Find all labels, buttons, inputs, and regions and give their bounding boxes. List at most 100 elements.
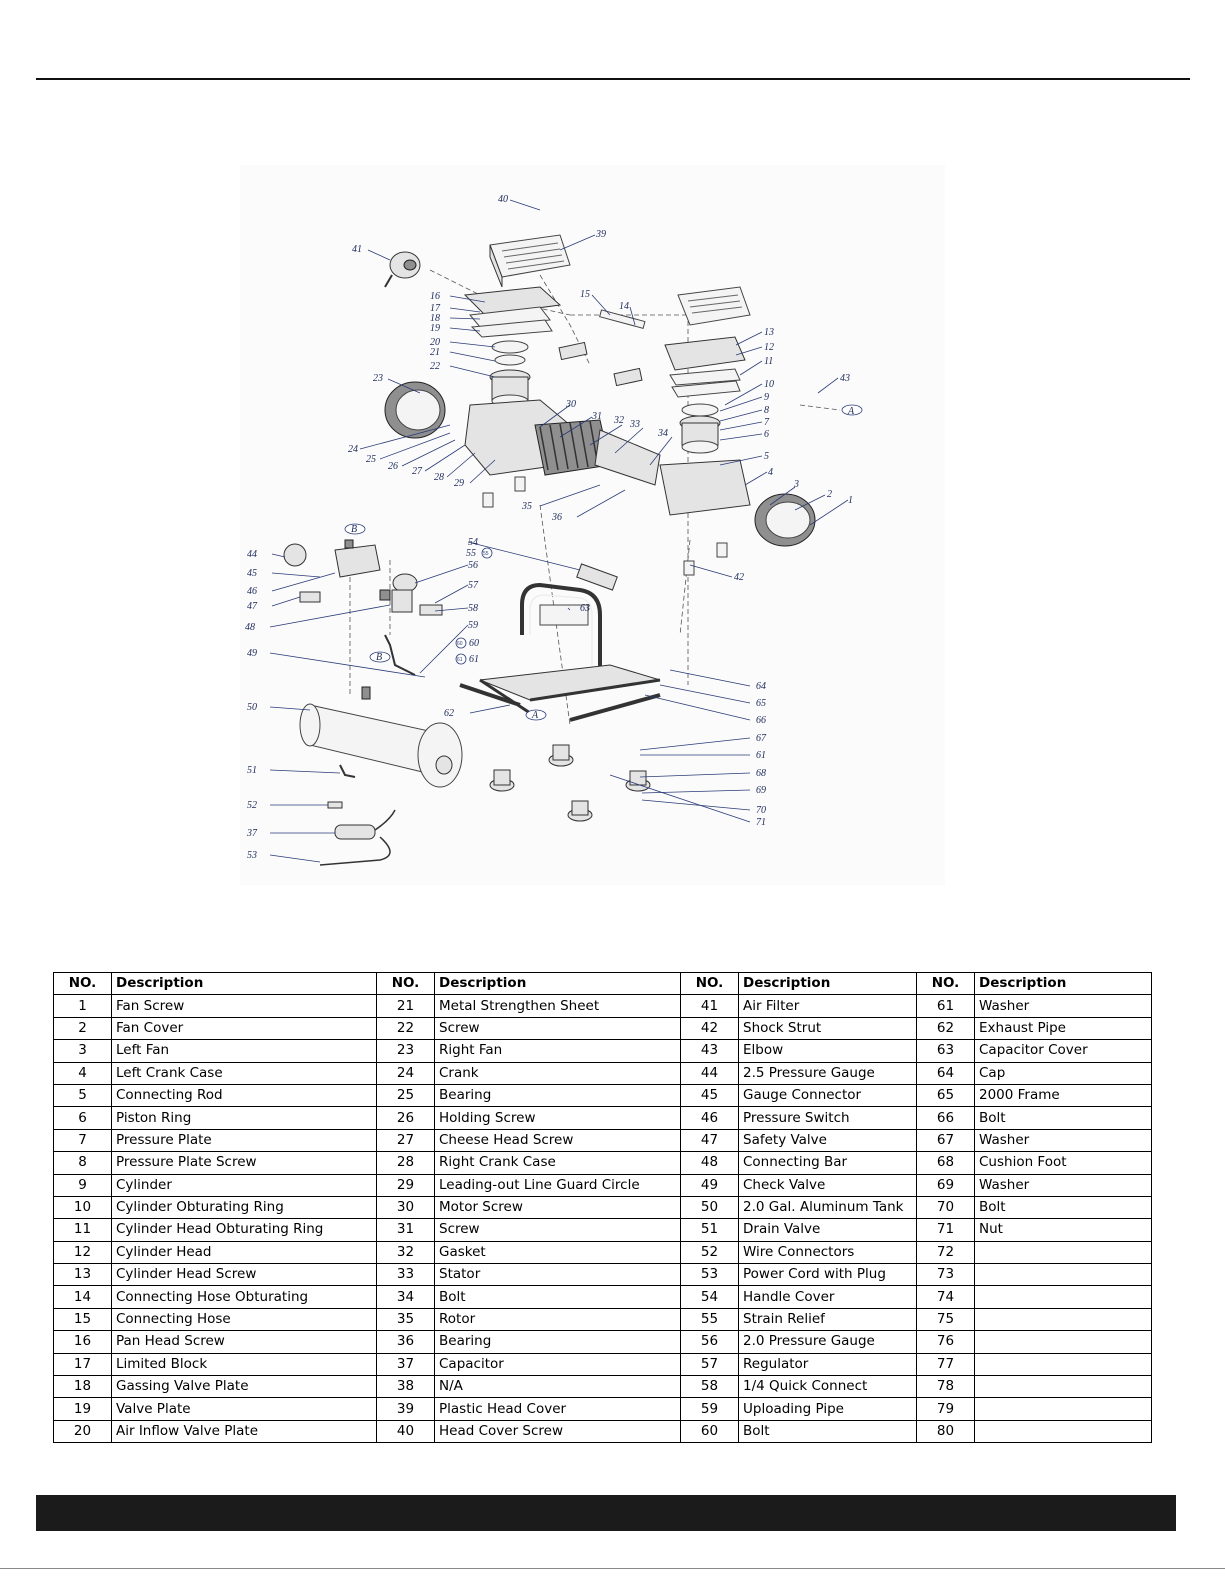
- part-number-cell: 29: [376, 1173, 435, 1197]
- part-number-cell: 57: [680, 1352, 739, 1377]
- part-description-cell: [974, 1285, 1152, 1309]
- part-number-cell: 17: [53, 1352, 112, 1377]
- part-number-cell: 52: [680, 1240, 739, 1265]
- part-description-cell: Bearing: [434, 1083, 681, 1108]
- part-number-cell: 10: [53, 1195, 112, 1220]
- callout-label: 26: [388, 461, 398, 472]
- callout-label: 13: [764, 327, 774, 338]
- part-description-cell: Holding Screw: [434, 1106, 681, 1130]
- part-number-cell: 53: [680, 1263, 739, 1287]
- part-description-cell: Leading-out Line Guard Circle: [434, 1173, 681, 1197]
- column-header-no: NO.: [916, 971, 975, 996]
- part-number-cell: 56: [680, 1330, 739, 1354]
- callout-label: 67: [756, 733, 767, 744]
- part-description-cell: Safety Valve: [738, 1128, 917, 1153]
- callout-label: 57: [468, 580, 479, 591]
- part-description-cell: N/A: [434, 1375, 681, 1399]
- callout-label: 54: [468, 537, 478, 548]
- callout-label: 68: [756, 768, 766, 779]
- part-description-cell: Bearing: [434, 1330, 681, 1354]
- callout-label: B: [351, 524, 357, 535]
- part-number-cell: 4: [53, 1061, 112, 1085]
- part-number-cell: 36: [376, 1330, 435, 1354]
- part-number-cell: 33: [376, 1263, 435, 1287]
- electrical-parts: [319, 801, 396, 866]
- part-number-cell: 37: [376, 1352, 435, 1377]
- part-description-cell: Handle Cover: [738, 1285, 917, 1309]
- right-cylinder-head: [664, 336, 746, 454]
- callout-label: 60: [469, 638, 479, 649]
- part-description-cell: Connecting Rod: [111, 1083, 377, 1108]
- callout-labels: 40 39 41 15 14 16 17 18 19 20 21 22 13 1…: [245, 194, 855, 861]
- callout-label: 21: [430, 347, 440, 358]
- part-number-cell: 80: [916, 1419, 975, 1444]
- part-number-cell: 73: [916, 1263, 975, 1287]
- callout-label: 14: [619, 301, 629, 312]
- callout-label: 22: [430, 361, 440, 372]
- part-number-cell: 38: [376, 1375, 435, 1399]
- part-description-cell: Plastic Head Cover: [434, 1397, 681, 1421]
- callout-label: 63: [580, 603, 590, 614]
- part-number-cell: 23: [376, 1039, 435, 1063]
- part-description-cell: Fan Cover: [111, 1016, 377, 1041]
- part-description-cell: 2.0 Pressure Gauge: [738, 1330, 917, 1354]
- circled-label: 60: [457, 641, 463, 647]
- callout-label: 32: [613, 415, 624, 426]
- part-description-cell: Washer: [974, 1128, 1152, 1153]
- part-number-cell: 50: [680, 1195, 739, 1220]
- part-number-cell: 44: [680, 1061, 739, 1085]
- part-number-cell: 58: [680, 1375, 739, 1399]
- part-number-cell: 28: [376, 1151, 435, 1175]
- callout-label: 30: [565, 399, 576, 410]
- circled-label: 55: [483, 551, 489, 557]
- callout-label: 5: [764, 451, 769, 462]
- part-number-cell: 49: [680, 1173, 739, 1197]
- part-description-cell: Piston Ring: [111, 1106, 377, 1130]
- callout-label: 6: [764, 429, 769, 440]
- part-number-cell: 35: [376, 1307, 435, 1332]
- callout-label: 37: [246, 828, 258, 839]
- callout-label: 47: [247, 601, 258, 612]
- part-number-cell: 8: [53, 1151, 112, 1175]
- callout-label: 8: [764, 405, 769, 416]
- parts-list-table: NO. Description NO. Description NO. Desc…: [53, 971, 1152, 1444]
- column-header-description: Description: [738, 971, 917, 996]
- callout-label: 55: [466, 548, 476, 559]
- part-description-cell: [974, 1397, 1152, 1421]
- part-description-cell: Left Crank Case: [111, 1061, 377, 1085]
- bottom-rule: [0, 1568, 1225, 1569]
- air-filter-left: [384, 251, 421, 288]
- part-number-cell: 13: [53, 1263, 112, 1287]
- part-description-cell: Cushion Foot: [974, 1151, 1152, 1175]
- callout-label: 69: [756, 785, 766, 796]
- top-rule: [36, 78, 1190, 80]
- part-description-cell: Bolt: [434, 1285, 681, 1309]
- diagram-callouts: [269, 199, 849, 863]
- part-number-cell: 71: [916, 1218, 975, 1242]
- part-description-cell: Power Cord with Plug: [738, 1263, 917, 1287]
- callout-label: 42: [734, 572, 744, 583]
- callout-label: 19: [430, 323, 440, 334]
- part-number-cell: 45: [680, 1083, 739, 1108]
- callout-circles: [344, 404, 863, 721]
- part-description-cell: [974, 1375, 1152, 1399]
- part-description-cell: Capacitor Cover: [974, 1039, 1152, 1063]
- part-number-cell: 61: [916, 994, 975, 1018]
- callout-label: 65: [756, 698, 766, 709]
- callout-label: 20: [430, 337, 440, 348]
- table-header-row: NO. Description NO. Description NO. Desc…: [53, 971, 1152, 996]
- part-description-cell: 2.0 Gal. Aluminum Tank: [738, 1195, 917, 1220]
- part-number-cell: 69: [916, 1173, 975, 1197]
- part-number-cell: 77: [916, 1352, 975, 1377]
- part-number-cell: 9: [53, 1173, 112, 1197]
- part-number-cell: 12: [53, 1240, 112, 1265]
